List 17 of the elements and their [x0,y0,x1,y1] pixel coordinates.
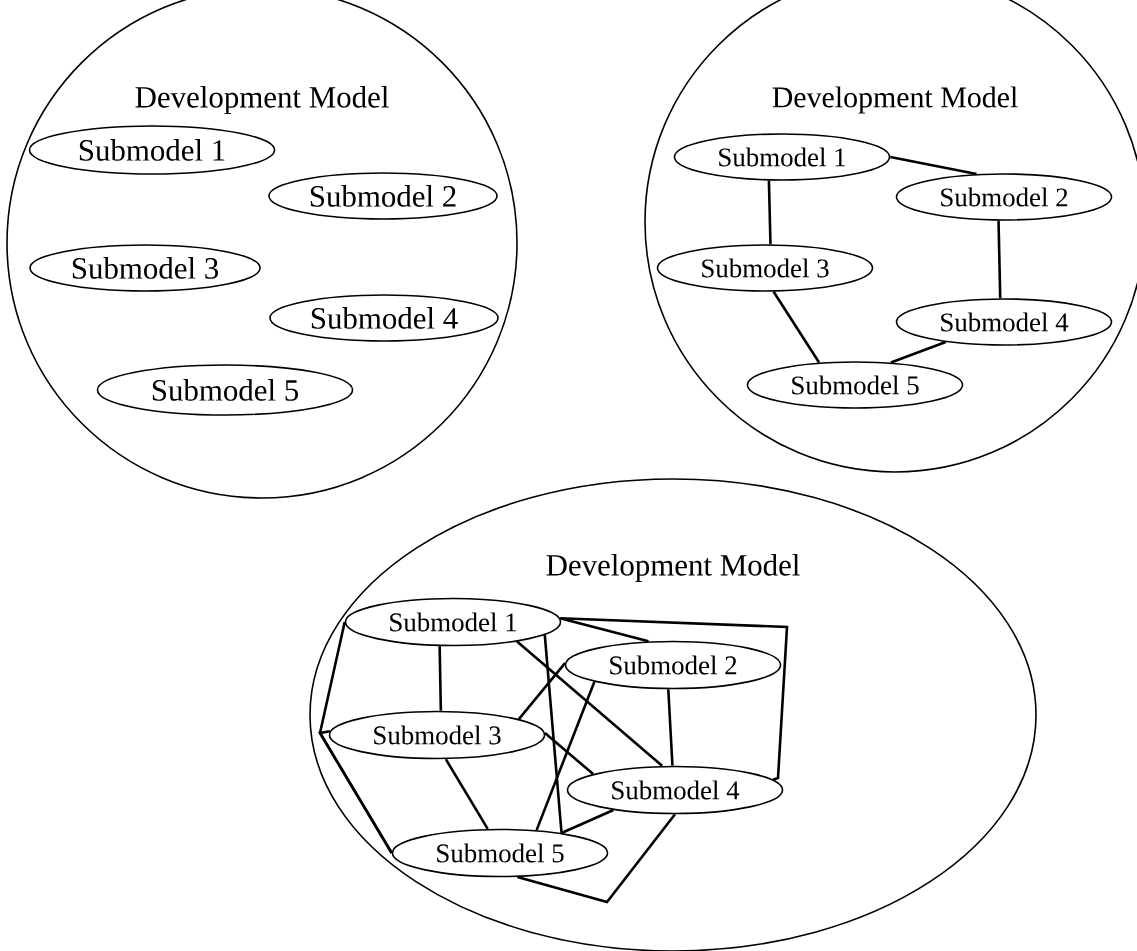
connector-line [772,291,821,364]
connector-line [438,646,443,711]
connector-line [317,729,393,854]
connector-line [890,340,947,364]
connector-line [559,616,789,781]
connector-line [543,634,563,834]
connector-line [667,689,674,766]
connector-line [767,180,772,245]
connector-line [544,732,594,776]
connector-line [535,681,596,831]
connector-line [516,640,664,767]
connector-line [561,808,614,835]
connector-line [890,155,977,176]
connector-line [997,220,1002,299]
connector-line [444,758,489,830]
connector-line [517,662,567,720]
connector-line [517,813,677,904]
